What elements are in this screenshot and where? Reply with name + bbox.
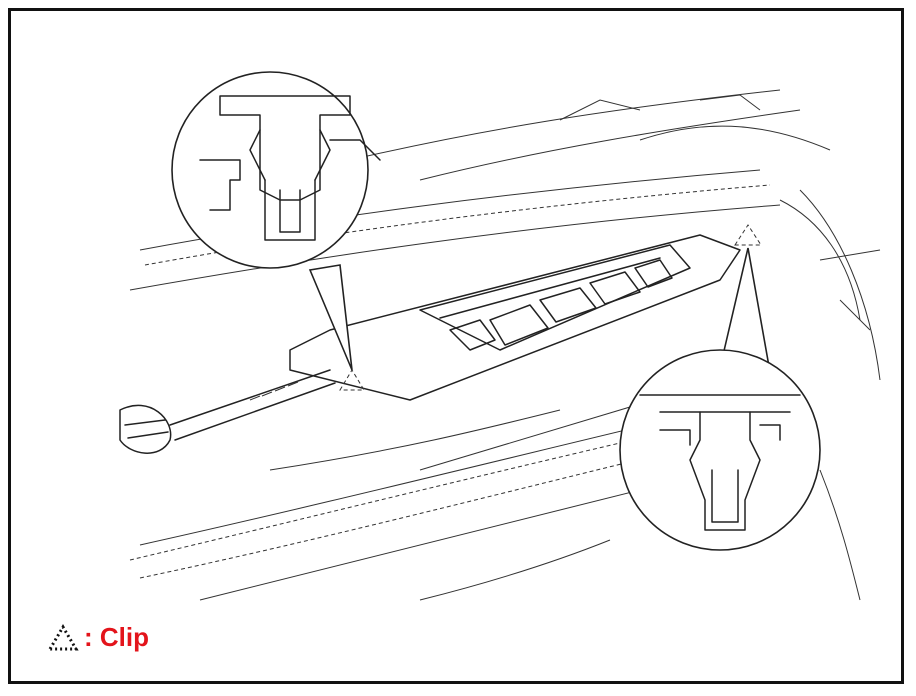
legend: : Clip [46,622,149,653]
clip-detail-left [171,71,381,371]
screwdriver-icon [119,369,336,454]
dotted-triangle-icon [47,623,79,650]
switch-panel [289,234,741,401]
clip-marker-right [734,224,762,246]
clip-detail-right [619,247,821,551]
clip-marker-left [339,369,365,391]
legend-label: : Clip [84,622,149,652]
